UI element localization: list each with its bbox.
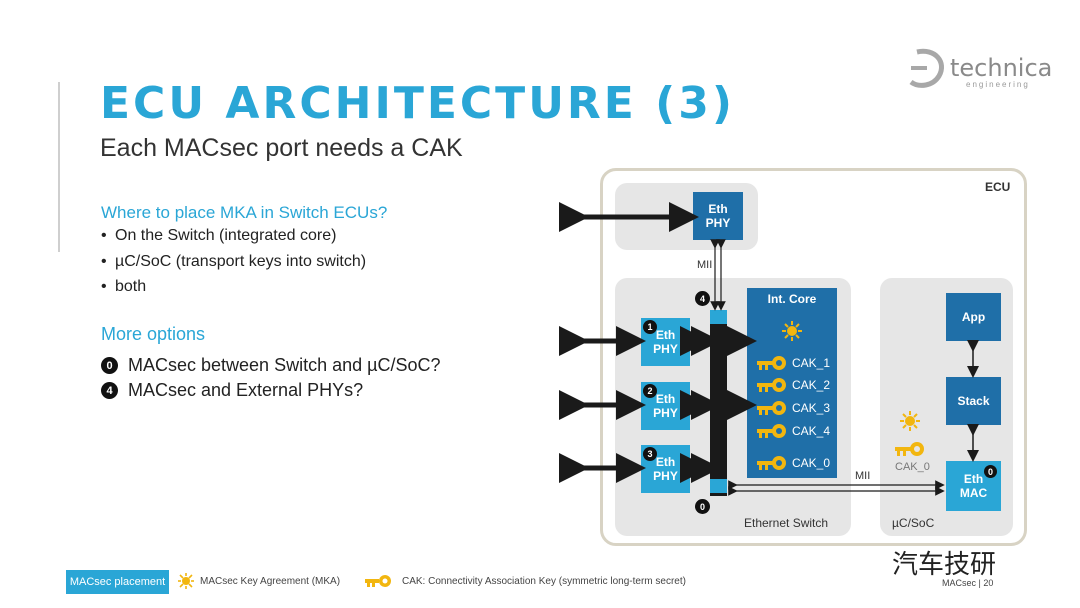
key-icon — [757, 456, 786, 470]
key-icon — [757, 378, 786, 392]
technica-logo — [905, 46, 1035, 94]
app-label: App — [961, 310, 986, 324]
app-block: App — [946, 293, 1001, 341]
key-icon — [757, 401, 786, 415]
bullet-text: On the Switch (integrated core) — [115, 227, 337, 244]
logo-text: technica — [950, 54, 1053, 82]
eth-mac-block: Eth MAC — [946, 461, 1001, 511]
legend-mka-text: MACsec Key Agreement (MKA) — [200, 576, 341, 587]
top-eth-phy: Eth PHY — [693, 192, 743, 240]
mii-label-top: MII — [697, 259, 713, 271]
mii-label-bottom: MII — [855, 470, 871, 482]
stack-label: Stack — [957, 394, 990, 408]
more-options-heading: More options — [101, 324, 206, 344]
bullet-text: µC/SoC (transport keys into switch) — [115, 253, 367, 270]
port-number-badge: 4 — [695, 291, 710, 306]
eth-phy-label: Eth PHY — [653, 392, 678, 420]
port-number-badge: 3 — [643, 447, 657, 461]
option-number: 4 — [101, 382, 118, 399]
option-item: 4 MACsec and External PHYs? — [101, 380, 363, 401]
cak-label: CAK_1 — [792, 356, 831, 370]
legend-key-icon — [365, 575, 391, 587]
bus-port-top — [710, 310, 727, 324]
cak-label: CAK_4 — [792, 424, 831, 438]
bullet-item: •On the Switch (integrated core) — [101, 227, 337, 244]
wechat-watermark: 汽车技研 — [892, 550, 997, 580]
page-number: MACsec | 20 — [942, 578, 994, 588]
port-number-badge: 2 — [643, 384, 657, 398]
key-icon — [757, 424, 786, 438]
ethernet-switch-label: Ethernet Switch — [744, 516, 829, 530]
stack-block: Stack — [946, 377, 1001, 425]
eth-phy-label: Eth PHY — [653, 328, 678, 356]
cak0-uc-label: CAK_0 — [895, 461, 930, 473]
port-number-badge: 1 — [643, 320, 657, 334]
bullet-item: •µC/SoC (transport keys into switch) — [101, 253, 367, 270]
port-number-badge: 0 — [984, 465, 997, 478]
int-core-label: Int. Core — [767, 292, 817, 306]
option-item: 0 MACsec between Switch and µC/SoC? — [101, 355, 441, 376]
uc-soc-label: µC/SoC — [892, 516, 935, 530]
ecu-label: ECU — [985, 180, 1011, 194]
cak-label: CAK_2 — [792, 378, 831, 392]
logo-subtext: engineering — [966, 80, 1030, 89]
accent-bar — [58, 82, 60, 252]
key-icon — [895, 442, 924, 456]
option-text: MACsec between Switch and µC/SoC? — [128, 355, 441, 375]
logo-swoosh-icon — [909, 48, 944, 88]
option-text: MACsec and External PHYs? — [128, 380, 364, 400]
placement-legend-box: MACsec placement — [66, 570, 169, 594]
eth-phy-label: Eth PHY — [653, 455, 678, 483]
key-icon — [757, 356, 786, 370]
mka-sun-icon — [782, 321, 802, 341]
mka-sun-icon — [900, 411, 920, 431]
port-number-badge: 0 — [695, 499, 710, 514]
cak-label: CAK_0 — [792, 456, 831, 470]
bullet-text: both — [115, 278, 147, 295]
bullet-item: •both — [101, 278, 147, 295]
page-subtitle: Each MACsec port needs a CAK — [100, 134, 463, 162]
question-heading: Where to place MKA in Switch ECUs? — [101, 203, 388, 222]
legend-sun-icon — [178, 573, 194, 589]
option-number: 0 — [101, 357, 118, 374]
eth-mac-label: Eth MAC — [959, 472, 988, 500]
cak-label: CAK_3 — [792, 401, 831, 415]
legend-cak-text: CAK: Connectivity Association Key (symme… — [402, 576, 686, 587]
page-title: ECU ARCHITECTURE (3) — [100, 78, 736, 129]
top-eth-phy-label: Eth PHY — [705, 202, 731, 230]
